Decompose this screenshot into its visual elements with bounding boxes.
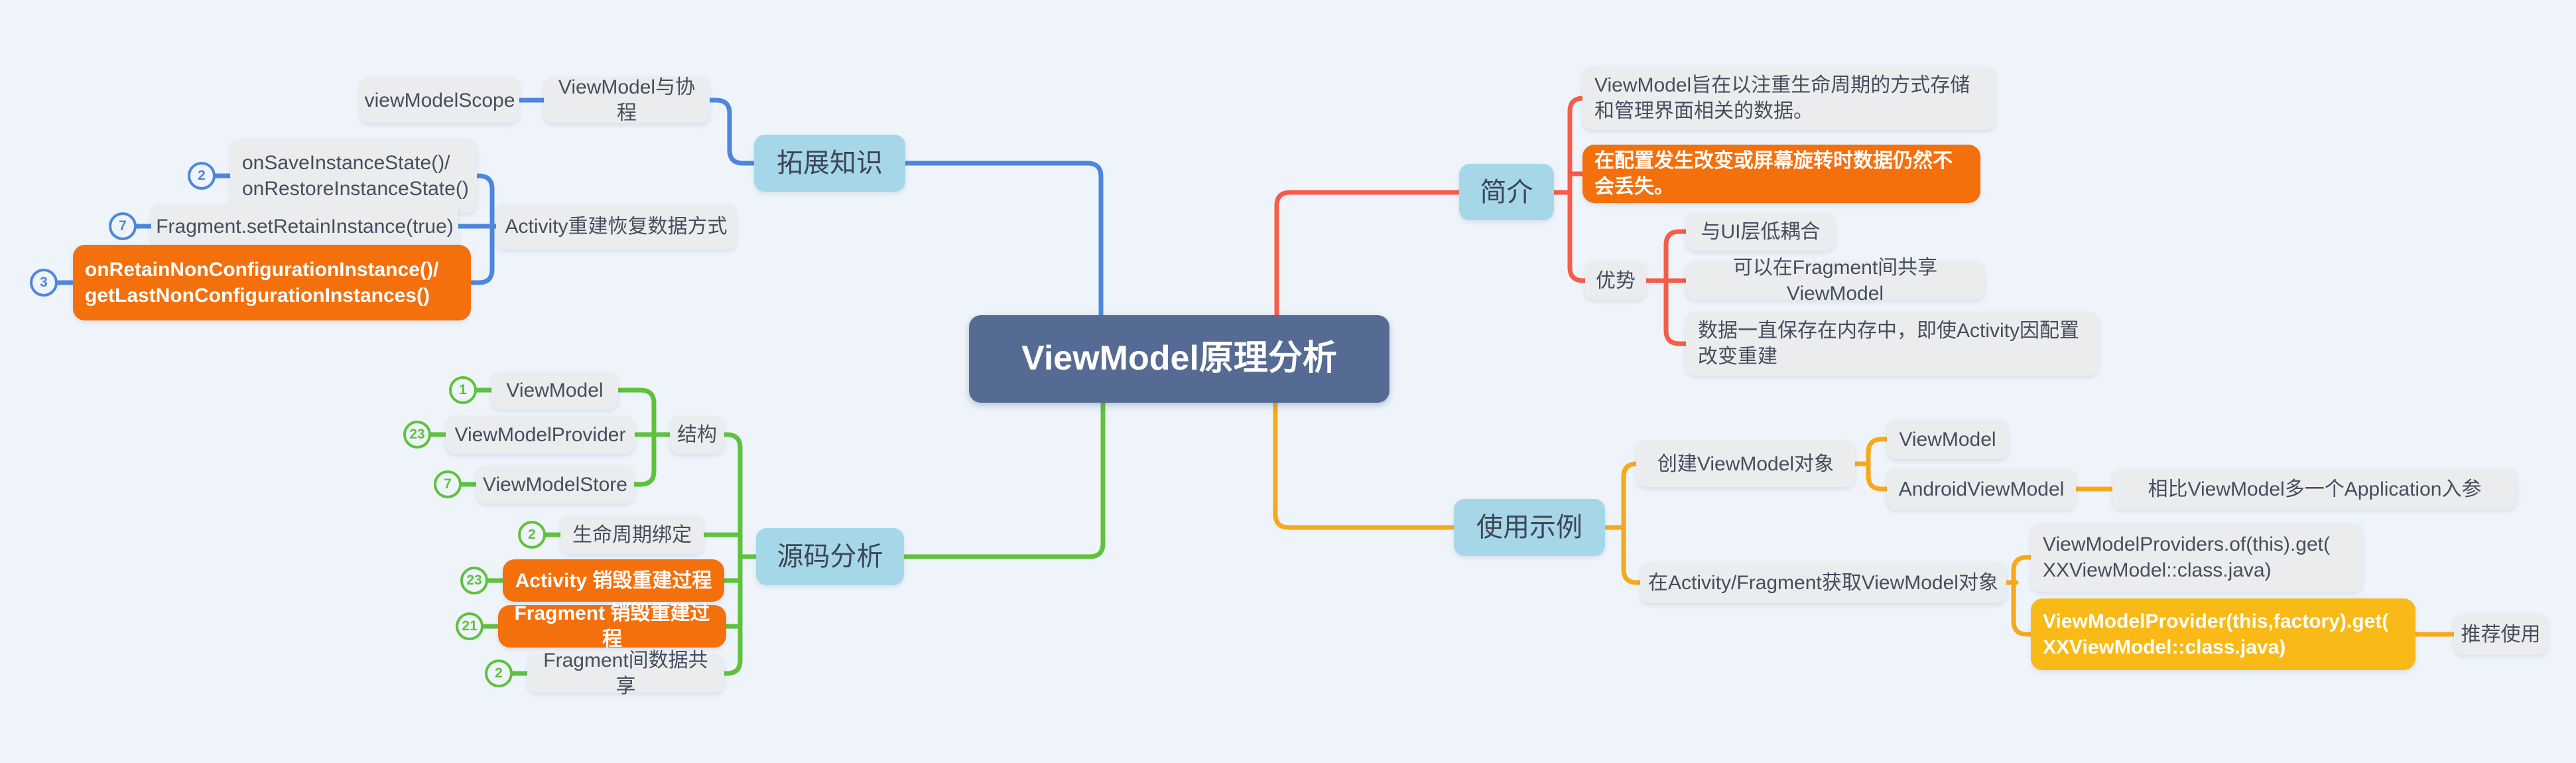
- node-low-ui-coupling[interactable]: 与UI层低耦合: [1686, 212, 1835, 251]
- node-viewmodel-store-class[interactable]: ViewModelStore: [476, 466, 634, 504]
- node-activity-restore-way[interactable]: Activity重建恢复数据方式: [496, 204, 736, 249]
- node-save-restore-state[interactable]: onSaveInstanceState()/ onRestoreInstance…: [230, 139, 477, 213]
- node-share-between-fragments[interactable]: 可以在Fragment间共享ViewModel: [1686, 257, 1984, 305]
- node-create-viewmodel[interactable]: 创建ViewModel对象: [1636, 441, 1855, 487]
- node-viewmodel-class[interactable]: ViewModel: [491, 372, 618, 409]
- count-badge[interactable]: 3: [30, 269, 58, 297]
- node-viewmodel-provider-class[interactable]: ViewModelProvider: [446, 416, 635, 454]
- count-badge[interactable]: 21: [456, 612, 483, 640]
- count-badge[interactable]: 23: [460, 567, 488, 594]
- node-data-kept-in-memory[interactable]: 数据一直保存在内存中，即使Activity因配置改变重建: [1686, 312, 2098, 376]
- node-viewmodelscope[interactable]: viewModelScope: [360, 77, 519, 123]
- branch-source-analysis[interactable]: 源码分析: [756, 528, 904, 585]
- node-viewmodel-definition[interactable]: ViewModel旨在以注重生命周期的方式存储和管理界面相关的数据。: [1582, 66, 1995, 130]
- node-advantages[interactable]: 优势: [1585, 261, 1646, 300]
- node-lifecycle-binding[interactable]: 生命周期绑定: [560, 516, 704, 554]
- node-android-viewmodel-note[interactable]: 相比ViewModel多一个Application入参: [2112, 468, 2517, 510]
- node-viewmodel-providers-api[interactable]: ViewModelProviders.of(this).get( XXViewM…: [2031, 523, 2362, 592]
- root-topic[interactable]: ViewModel原理分析: [969, 315, 1389, 403]
- node-fragment-data-share[interactable]: Fragment间数据共享: [527, 650, 724, 697]
- count-badge[interactable]: 7: [109, 212, 137, 240]
- count-badge[interactable]: 7: [434, 470, 462, 498]
- count-badge[interactable]: 2: [188, 162, 216, 190]
- node-android-viewmodel[interactable]: AndroidViewModel: [1887, 468, 2076, 510]
- node-recommended[interactable]: 推荐使用: [2454, 614, 2547, 655]
- node-fragment-rebuild-process[interactable]: Fragment 销毁重建过程: [498, 602, 726, 650]
- branch-usage-example[interactable]: 使用示例: [1454, 499, 1605, 556]
- node-obtain-viewmodel[interactable]: 在Activity/Fragment获取ViewModel对象: [1640, 562, 2006, 603]
- node-structure[interactable]: 结构: [670, 416, 724, 454]
- node-retain-non-configuration[interactable]: onRetainNonConfigurationInstance()/ getL…: [73, 245, 471, 320]
- count-badge[interactable]: 1: [449, 376, 477, 404]
- branch-expand-knowledge[interactable]: 拓展知识: [754, 135, 905, 192]
- node-set-retain-instance[interactable]: Fragment.setRetainInstance(true): [151, 204, 458, 249]
- count-badge[interactable]: 23: [403, 421, 431, 449]
- branch-introduction[interactable]: 简介: [1459, 164, 1554, 220]
- node-activity-rebuild-process[interactable]: Activity 销毁重建过程: [503, 559, 724, 602]
- node-viewmodel-coroutine[interactable]: ViewModel与协程: [544, 76, 710, 124]
- node-viewmodel-option[interactable]: ViewModel: [1887, 419, 2008, 459]
- count-badge[interactable]: 2: [518, 521, 546, 549]
- node-config-change-safe[interactable]: 在配置发生改变或屏幕旋转时数据仍然不会丢失。: [1582, 145, 1980, 203]
- count-badge[interactable]: 2: [485, 659, 513, 687]
- node-viewmodel-provider-api[interactable]: ViewModelProvider(this,factory).get( XXV…: [2031, 598, 2415, 670]
